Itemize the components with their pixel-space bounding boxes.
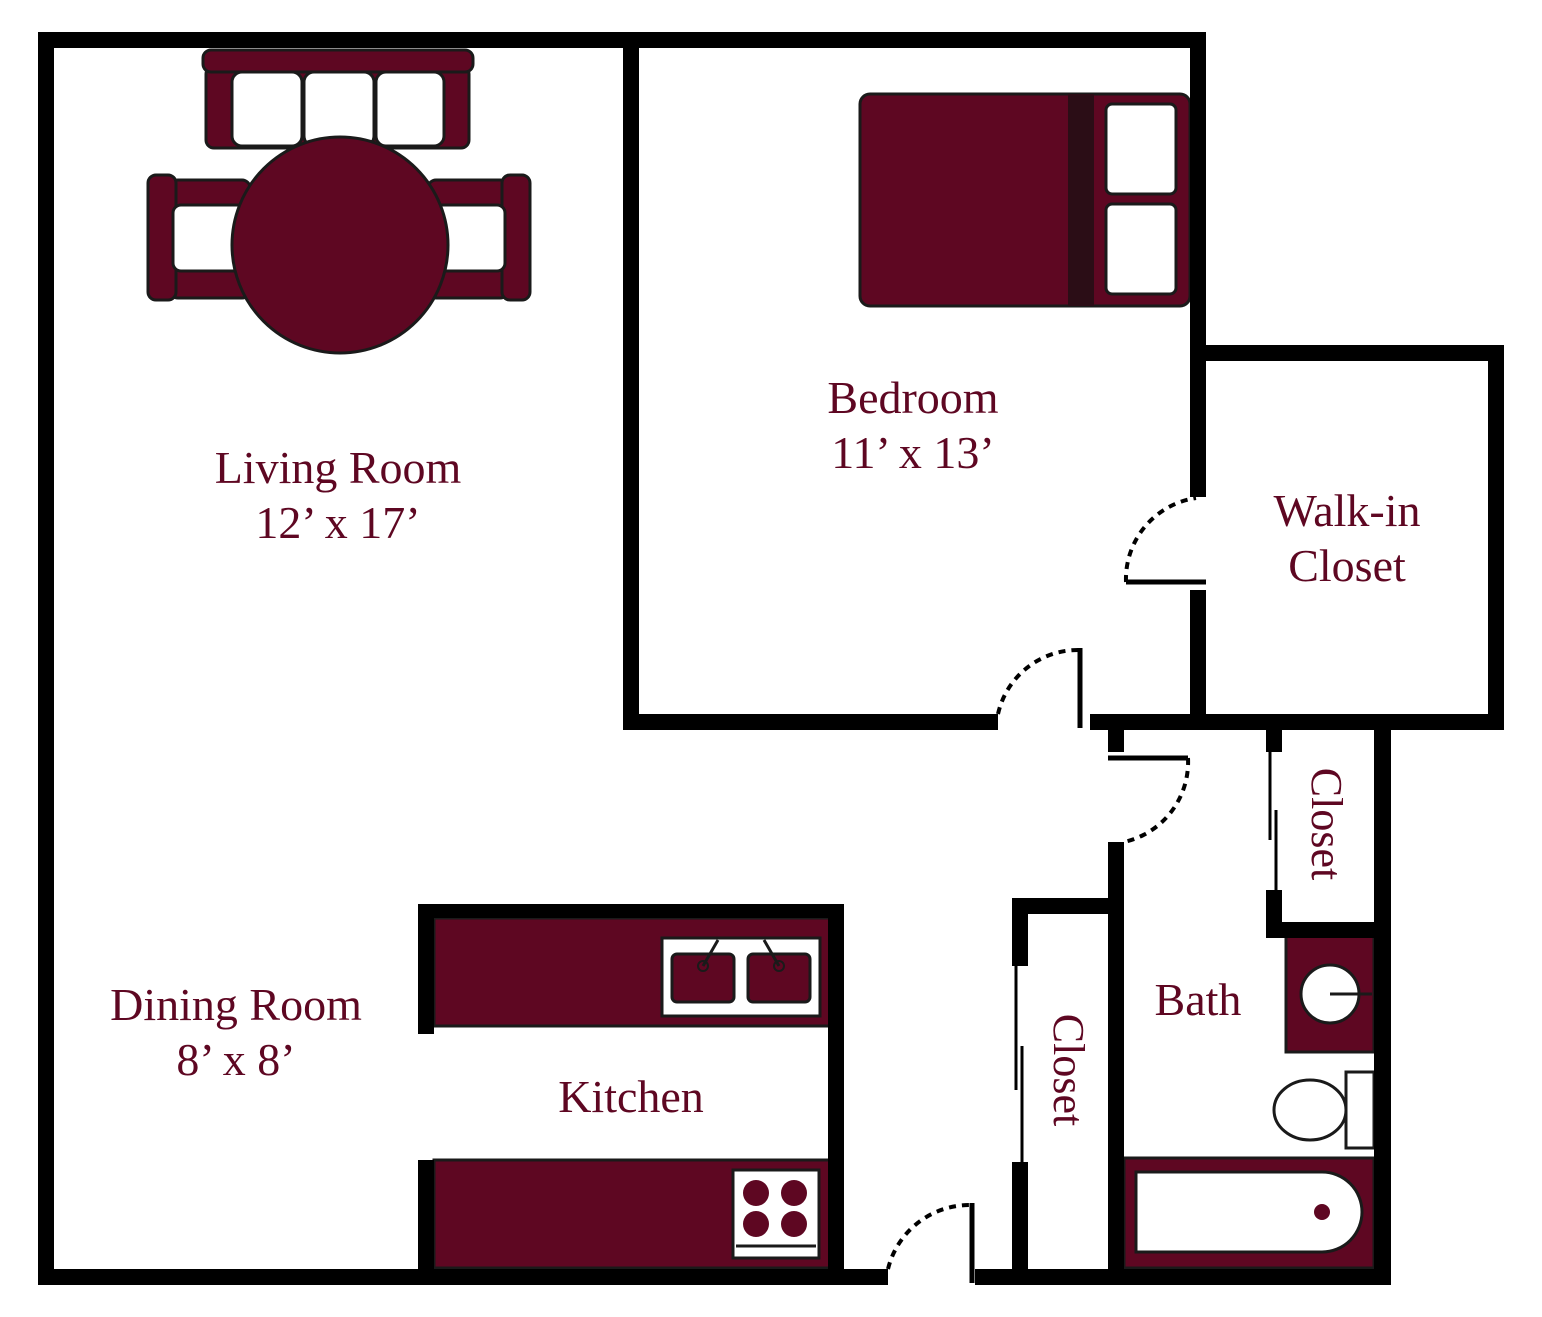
- bed-icon: [858, 92, 1192, 308]
- sliding-door-icon: [1014, 966, 1024, 1162]
- bedroom-label: Bedroom 11’ x 13’: [827, 372, 998, 478]
- door-swing-icon: [996, 647, 1083, 728]
- kitchen-label: Kitchen: [558, 1071, 704, 1122]
- sliding-door-icon: [1268, 752, 1278, 890]
- bedroom-size: 11’ x 13’: [831, 427, 995, 478]
- sink-icon: [1284, 934, 1376, 1054]
- living-room-label: Living Room 12’ x 17’: [215, 442, 462, 548]
- toilet-icon: [1272, 1070, 1376, 1150]
- walk-in-closet-line2: Closet: [1288, 540, 1406, 591]
- dining-room-label: Dining Room 8’ x 8’: [110, 979, 362, 1085]
- bedroom-name: Bedroom: [827, 372, 998, 423]
- living-room-name: Living Room: [215, 442, 462, 493]
- bath-closet-label: Closet: [1302, 768, 1351, 880]
- dining-table-icon: [146, 48, 532, 355]
- living-room-size: 12’ x 17’: [255, 497, 420, 548]
- sink-icon: [660, 936, 822, 1018]
- chair-icon: [201, 48, 475, 150]
- door-swing-icon: [1123, 496, 1206, 585]
- stove-icon: [731, 1168, 821, 1260]
- bath-label: Bath: [1155, 974, 1242, 1025]
- dining-room-name: Dining Room: [110, 979, 362, 1030]
- door-swing-icon: [1108, 755, 1191, 844]
- door-swing-icon: [886, 1202, 975, 1283]
- dining-room-size: 8’ x 8’: [176, 1034, 295, 1085]
- hall-closet-label: Closet: [1044, 1014, 1093, 1126]
- walls: [38, 32, 1504, 1285]
- walk-in-closet-label: Walk-in Closet: [1273, 485, 1420, 591]
- walk-in-closet-line1: Walk-in: [1273, 485, 1420, 536]
- bathtub-icon: [1122, 1156, 1376, 1270]
